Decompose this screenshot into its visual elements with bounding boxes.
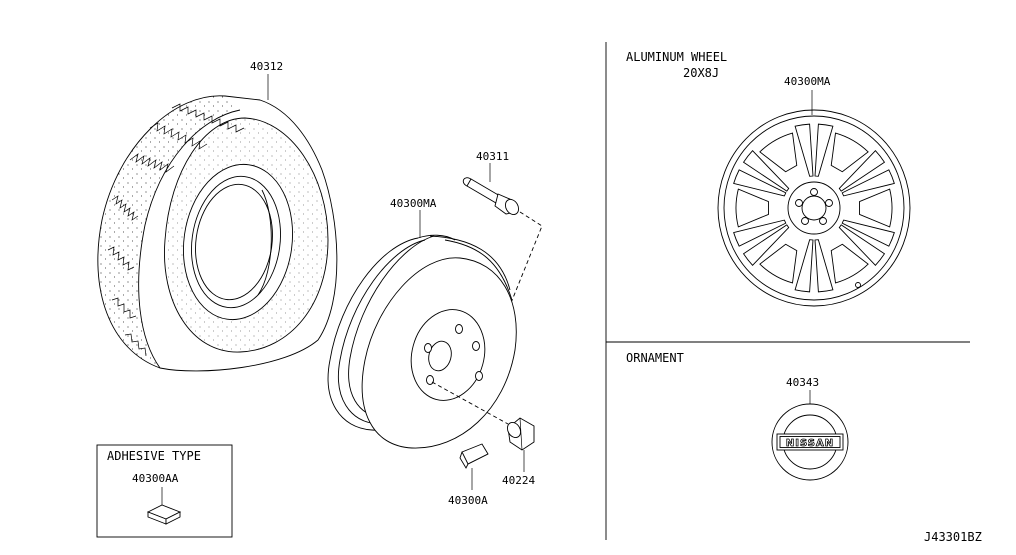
wheel-spoke-window (733, 169, 787, 197)
aluminum-wheel-illustration (717, 109, 911, 307)
balance-weight-illustration (459, 443, 489, 469)
aluminum-wheel-part-number: 40300MA (784, 75, 831, 88)
tire-illustration (97, 95, 338, 372)
tire-part-number: 40312 (250, 60, 283, 73)
balance-weight-part-number: 40300A (448, 494, 488, 507)
wheel-spoke-window (814, 239, 834, 293)
nut-part-number: 40224 (502, 474, 535, 487)
adhesive-type-box (96, 444, 233, 538)
wheel-spoke-window (814, 123, 834, 177)
valve-part-number: 40311 (476, 150, 509, 163)
wheel-pocket (759, 243, 798, 284)
adhesive-weight-illustration (146, 504, 182, 525)
steel-wheel-part-number: 40300MA (390, 197, 437, 210)
wheel-spoke-window (838, 150, 886, 192)
valve-illustration (462, 177, 520, 215)
adhesive-type-title: ADHESIVE TYPE (107, 449, 201, 463)
wheel-spoke-window (841, 219, 895, 247)
ornament-part-number: 40343 (786, 376, 819, 389)
wheel-spoke-window (742, 224, 790, 266)
wheel-spoke-window (742, 150, 790, 192)
steel-wheel-illustration (327, 234, 517, 449)
wheel-pocket (830, 243, 869, 284)
wheel-spoke-window (794, 123, 814, 177)
adhesive-part-number: 40300AA (132, 472, 179, 485)
wheel-spoke-window (841, 169, 895, 197)
emblem-text: NISSAN (786, 438, 834, 449)
wheel-spoke-window (838, 224, 886, 266)
wheel-spoke-window (794, 239, 814, 293)
wheel-pocket (735, 188, 769, 228)
nissan-emblem-illustration: NISSAN (771, 403, 849, 481)
wheel-nut-illustration (506, 417, 535, 451)
ornament-title: ORNAMENT (626, 351, 684, 365)
nut-dashed-leader (431, 381, 509, 425)
wheel-spoke-window (733, 219, 787, 247)
wheel-pocket (759, 132, 798, 173)
wheel-pocket (859, 188, 893, 228)
diagram-code: J43301BZ (924, 530, 982, 544)
aluminum-wheel-size: 20X8J (683, 66, 719, 80)
aluminum-wheel-title: ALUMINUM WHEEL (626, 50, 727, 64)
wheel-pocket (830, 132, 869, 173)
